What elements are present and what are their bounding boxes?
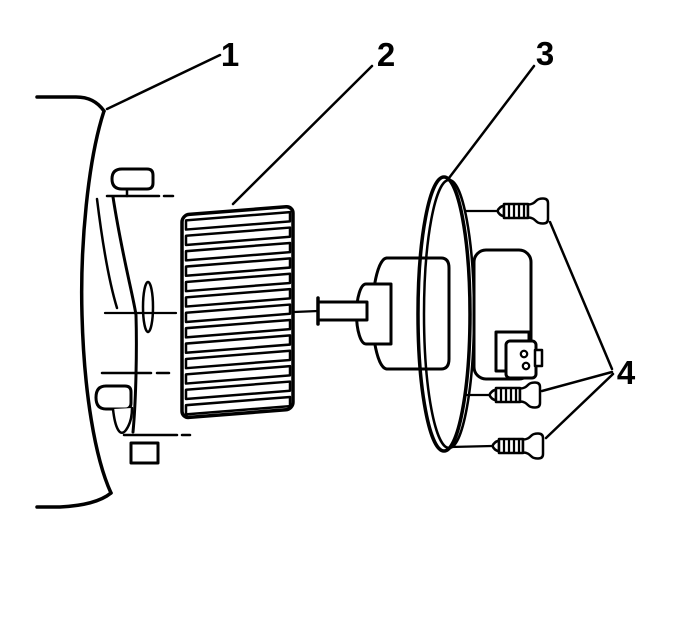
- screw-head: [526, 197, 550, 225]
- wheel-slats: [184, 210, 292, 416]
- callout-4-leader-line: [544, 372, 615, 440]
- callout-4-leader-line: [548, 220, 614, 371]
- mounting-screw-middle: [488, 381, 542, 409]
- wheel-slat: [184, 210, 292, 231]
- wheel-slat: [184, 380, 292, 401]
- housing-outer-edge: [79, 109, 113, 495]
- mounting-screw-bottom: [491, 432, 545, 460]
- wheel-slat: [184, 318, 292, 339]
- wheel-slat: [184, 349, 292, 370]
- callouts: 1 2 3 4: [105, 35, 636, 440]
- motor-shaft: [316, 300, 369, 322]
- tab-pointer: [111, 406, 134, 435]
- wheel-slat: [184, 226, 292, 247]
- tab-shape: [94, 384, 133, 411]
- motor-assembly: [292, 175, 544, 453]
- callout-4-leader-line: [540, 370, 614, 393]
- wheel-slat: [184, 395, 292, 416]
- mounting-screw-top: [496, 197, 550, 225]
- motor-mounting-plate-outer: [416, 175, 472, 453]
- callout-4-label: 4: [617, 354, 636, 391]
- electrical-connector: [504, 339, 538, 380]
- housing-hub: [141, 280, 155, 334]
- housing-tab-bottom: [129, 441, 160, 465]
- housing-inner-cone-right: [111, 195, 138, 434]
- motor-mounting-plate-inner: [422, 178, 476, 450]
- callout-2-label: 2: [377, 36, 395, 73]
- housing-tab-top: [110, 167, 155, 198]
- wheel-slat: [184, 334, 292, 355]
- callout-2-leader-line: [231, 64, 374, 206]
- housing-top-lip: [35, 95, 106, 113]
- wheel-slat: [184, 303, 292, 324]
- wheel-slat: [184, 241, 292, 262]
- housing-bottom-lip: [35, 491, 113, 509]
- housing: [35, 95, 192, 509]
- wheel-slat: [184, 287, 292, 308]
- connector-pin-hole: [519, 349, 529, 359]
- mounting-screws: [449, 197, 550, 460]
- wheel-slat: [184, 257, 292, 278]
- tab-shape: [110, 167, 155, 191]
- callout-1-leader-line: [105, 53, 222, 111]
- screw-head: [518, 381, 542, 409]
- housing-inner-cone-left: [95, 197, 119, 310]
- wheel-slat: [184, 364, 292, 385]
- connector-lock-tab: [533, 348, 544, 368]
- screw-head: [521, 432, 545, 460]
- callout-1-label: 1: [221, 36, 239, 73]
- screw-axis-line: [449, 444, 494, 449]
- callout-3-label: 3: [536, 35, 554, 72]
- callout-3-leader-line: [447, 64, 536, 180]
- blower-wheel: [180, 205, 295, 420]
- motor-front-body: [385, 256, 451, 371]
- wheel-slat: [184, 272, 292, 293]
- connector-pin-hole: [521, 361, 531, 371]
- housing-tab-middle: [94, 384, 134, 435]
- shaft-axis-line: [292, 309, 320, 314]
